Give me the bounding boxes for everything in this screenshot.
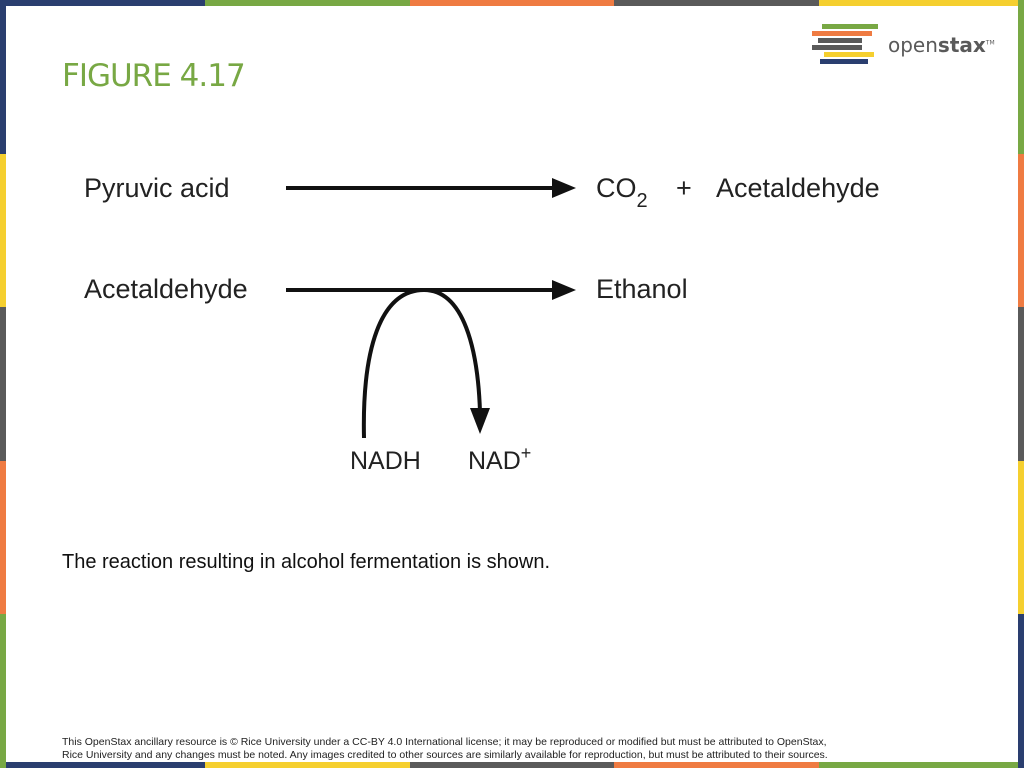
logo-stripes-icon xyxy=(808,24,878,72)
top-border xyxy=(0,0,1024,6)
cofactor-arrow xyxy=(361,287,490,439)
row1-arrow xyxy=(286,178,576,198)
bottom-border xyxy=(0,762,1024,768)
cofactor-nadh: NADH xyxy=(350,447,421,475)
row1-product-co2: CO2 xyxy=(596,173,648,212)
openstax-logo: openstaxTM xyxy=(808,24,1008,72)
left-border xyxy=(0,0,6,768)
row1-product2: Acetaldehyde xyxy=(716,173,880,203)
license-footer: This OpenStax ancillary resource is © Ri… xyxy=(62,736,962,762)
right-border xyxy=(1018,0,1024,768)
row1-reactant: Pyruvic acid xyxy=(84,173,230,203)
footer-line-2: Rice University and any changes must be … xyxy=(62,749,828,761)
row1-plus: + xyxy=(676,173,692,203)
logo-wordmark: openstaxTM xyxy=(888,33,995,57)
cofactor-nad-plus: NAD+ xyxy=(468,443,531,475)
figure-caption: The reaction resulting in alcohol fermen… xyxy=(62,551,551,573)
fermentation-diagram: Pyruvic acid CO2 + Acetaldehyde Acetalde… xyxy=(84,173,880,475)
slide-title: FIGURE 4.17 xyxy=(62,58,246,94)
row2-product: Ethanol xyxy=(596,274,688,304)
footer-line-1: This OpenStax ancillary resource is © Ri… xyxy=(62,736,827,748)
row2-reactant: Acetaldehyde xyxy=(84,274,248,304)
